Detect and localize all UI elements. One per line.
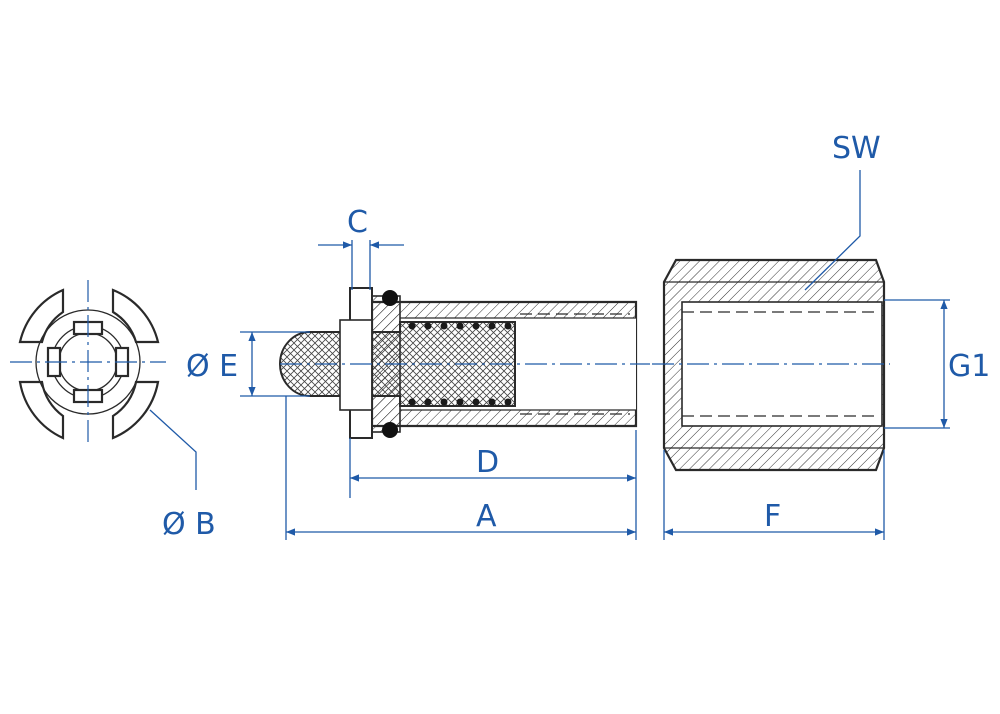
dimensions [240,240,950,540]
valve-body [279,287,650,439]
label-f: F [764,499,781,534]
label-e: Ø E [186,349,238,384]
label-sw: SW [832,131,881,166]
hex-fitting [652,170,890,472]
label-g1: G1 [948,349,990,384]
label-d: D [476,445,499,480]
end-view [10,280,197,490]
label-a: A [476,499,497,534]
label-b: Ø B [162,507,216,542]
label-c: C [347,205,368,240]
